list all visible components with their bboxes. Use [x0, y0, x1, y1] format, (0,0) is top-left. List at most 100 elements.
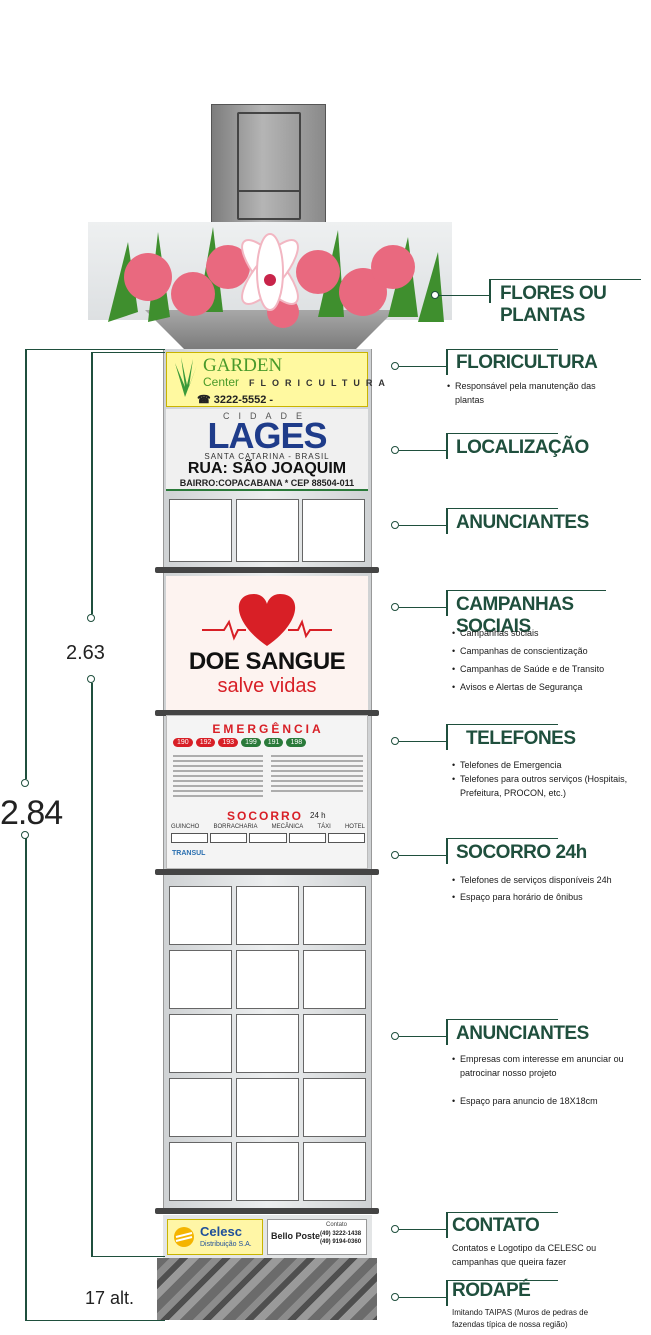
- callout-dot: [391, 603, 399, 611]
- lages-bairro: BAIRRO:COPACABANA * CEP 88504-011: [179, 478, 355, 488]
- desc-item: Campanhas de Saúde e de Transito: [452, 660, 642, 678]
- desc-item: Campanhas de conscientização: [452, 642, 642, 660]
- socorro-24h: 24 h: [310, 811, 326, 820]
- desc-item: Empresas com interesse em anunciar ou pa…: [452, 1052, 632, 1080]
- ad-slot: [303, 1142, 366, 1201]
- emergency-number: 199: [241, 738, 261, 747]
- desc-item: Telefones de Emergencia: [452, 758, 632, 772]
- ad-slot: [303, 950, 366, 1009]
- callout-dot: [391, 362, 399, 370]
- ad-slot: [169, 950, 232, 1009]
- socorro-columns: GUINCHO BORRACHARIA MECÂNICA TÁXI HOTEL: [171, 824, 365, 830]
- callout-rule: [446, 1212, 558, 1213]
- callout-bracket: [446, 1212, 448, 1238]
- bello-phone-1: (49) 3222-1438: [320, 1231, 362, 1237]
- anunciantes2-desc: Empresas com interesse em anunciar ou pa…: [452, 1052, 632, 1108]
- callout-dot: [391, 1225, 399, 1233]
- callout-line: [399, 525, 447, 526]
- dim-line-bottom: [25, 1320, 165, 1321]
- dim-inner-upper: [91, 352, 93, 614]
- callout-bracket: [446, 433, 448, 459]
- callout-rule: [446, 724, 558, 725]
- callout-rule: [446, 838, 558, 839]
- ad-slot: [236, 886, 299, 945]
- label-anunciantes-2: ANUNCIANTES: [456, 1023, 589, 1044]
- dim-outer-value: 2.84: [0, 794, 63, 832]
- callout-bracket: [446, 590, 448, 616]
- garden-sub: Center: [203, 375, 240, 389]
- emergency-number: 193: [218, 738, 239, 747]
- pole-divider: [155, 1208, 379, 1214]
- callout-line: [399, 855, 447, 856]
- emergencia-title: EMERGÊNCIA: [212, 722, 324, 736]
- callout-dot: [391, 1032, 399, 1040]
- bello-contato-label: Contato: [326, 1222, 348, 1228]
- lages-name: LAGES: [207, 415, 327, 456]
- socorro-column: GUINCHO: [171, 824, 200, 830]
- socorro-column: MECÂNICA: [271, 824, 304, 830]
- callout-bracket: [446, 349, 448, 375]
- lages-state: SANTA CATARINA - BRASIL: [204, 452, 330, 461]
- callout-rule: [446, 1280, 558, 1281]
- emergency-number: 191: [263, 738, 284, 747]
- callout-line: [399, 366, 447, 367]
- floricultura-desc: Responsável pela manutenção das plantas: [447, 379, 597, 407]
- lages-location-panel: CIDADE LAGES SANTA CATARINA - BRASIL RUA…: [166, 409, 368, 491]
- telefones-desc: Telefones de Emergencia Telefones para o…: [452, 758, 632, 800]
- garden-phone: ☎ 3222-5552 -: [197, 394, 274, 406]
- callout-bracket: [446, 508, 448, 534]
- contato-desc: Contatos e Logotipo da CELESC ou campanh…: [452, 1243, 597, 1267]
- callout-line: [399, 1297, 447, 1298]
- dim-inner-lower: [91, 683, 93, 1256]
- pole-divider: [155, 567, 379, 573]
- ad-slot: [236, 1078, 299, 1137]
- callout-bracket: [489, 279, 491, 303]
- doe-line1: DOE SANGUE: [188, 648, 346, 675]
- callout-rule: [446, 349, 558, 350]
- socorro-desc: Telefones de serviços disponíveis 24h Es…: [452, 872, 632, 906]
- pole-divider: [155, 869, 379, 875]
- callout-rule: [446, 590, 606, 591]
- callout-line: [399, 450, 447, 451]
- dim-dot: [21, 779, 29, 787]
- socorro-column: TÁXI: [317, 824, 331, 830]
- socorro-title: SOCORRO: [227, 809, 304, 823]
- ad-grid: [169, 886, 366, 1206]
- emergencia-numbers: 190 192 193 199 191 198: [173, 738, 307, 747]
- desc-item: Responsável pela manutenção das plantas: [447, 379, 597, 407]
- garden-title: GARDEN: [203, 355, 283, 376]
- label-localizacao: LOCALIZAÇÃO: [456, 437, 589, 458]
- pole-top-slot: [237, 112, 301, 220]
- ad-slot: [236, 499, 299, 562]
- callout-line: [439, 295, 490, 296]
- desc-item: Telefones para outros serviços (Hospitai…: [452, 772, 632, 800]
- emergency-number: 190: [173, 738, 193, 747]
- pole-divider: [155, 710, 379, 716]
- ad-slot: [303, 1014, 366, 1073]
- callout-rule: [446, 508, 558, 509]
- pole-top-slot-line: [237, 190, 301, 192]
- ad-slot: [303, 1078, 366, 1137]
- callout-dot: [391, 521, 399, 529]
- callout-rule: [446, 1019, 558, 1020]
- dim-base-value: 17 alt.: [85, 1288, 135, 1308]
- ad-slot: [302, 499, 365, 562]
- label-rodape: RODAPÉ: [452, 1280, 531, 1301]
- callout-rule: [489, 279, 641, 280]
- transul-logo: TRANSUL: [172, 850, 206, 857]
- label-floricultura: FLORICULTURA: [456, 352, 598, 373]
- callout-dot: [391, 737, 399, 745]
- rodape-desc: Imitando TAIPAS (Muros de pedras de faze…: [452, 1308, 589, 1329]
- desc-item: Avisos e Alertas de Segurança: [452, 678, 642, 696]
- socorro-column: HOTEL: [344, 824, 365, 830]
- emergencia-panel: EMERGÊNCIA 190 192 193 199 191 198 SOCOR…: [166, 715, 368, 869]
- callout-bracket: [446, 1019, 448, 1045]
- dim-line-bottom-inner: [91, 1256, 165, 1257]
- stone-base: [157, 1258, 377, 1320]
- ad-slot: [169, 1078, 232, 1137]
- callout-dot: [431, 291, 439, 299]
- callout-dot: [391, 1293, 399, 1301]
- dim-line-top-inner: [91, 352, 165, 353]
- emergency-number: 192: [195, 738, 216, 747]
- callout-rule: [446, 433, 558, 434]
